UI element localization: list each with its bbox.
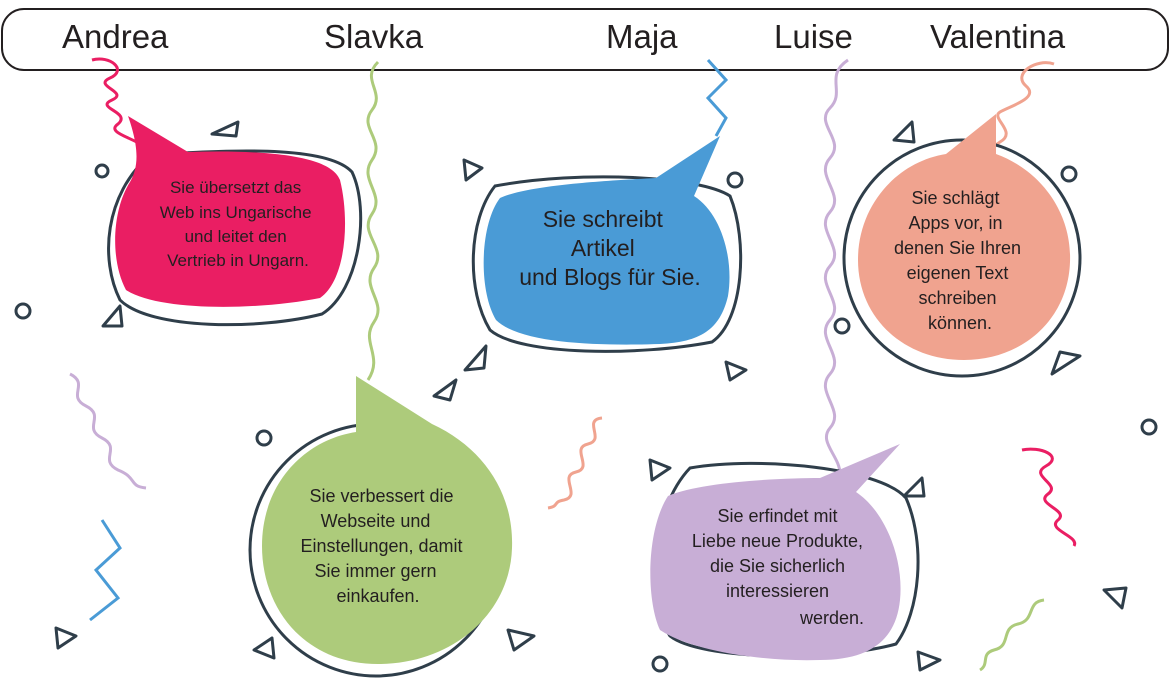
- bubble-valentina-line-4: eigenen Text: [907, 263, 1009, 283]
- bubble-maja-line-1: Sie schreibt: [543, 206, 664, 232]
- decor-circle: [833, 317, 851, 335]
- decor-zigzag-blue: [89, 519, 122, 622]
- decor-triangle: [252, 636, 276, 660]
- decor-circle: [1140, 418, 1158, 436]
- bubble-andrea-text: Sie übersetzt das Web ins Ungarische und…: [160, 178, 317, 270]
- bubble-luise-line-1: Sie erfindet mit: [717, 506, 837, 526]
- connector-slavka: [366, 60, 380, 381]
- decor-circle: [255, 429, 273, 447]
- decor-squiggle-magenta: [1021, 447, 1077, 547]
- decor-triangle: [462, 158, 484, 182]
- names-header-bar: [1, 8, 1169, 71]
- name-luise: Luise: [774, 18, 853, 55]
- bubble-slavka-shape: [262, 376, 513, 664]
- decor-triangle: [892, 120, 916, 144]
- bubble-maja-text: Sie schreibt Artikel und Blogs für Sie.: [519, 206, 701, 290]
- decor-circle: [726, 171, 744, 189]
- decor-triangle: [916, 650, 942, 672]
- decor-triangle: [54, 626, 78, 650]
- decor-triangle: [463, 344, 488, 372]
- decor-triangle: [506, 628, 536, 652]
- bubble-andrea-line-3: und leitet den: [185, 227, 287, 246]
- name-slavka: Slavka: [324, 18, 424, 55]
- bubble-andrea: Sie übersetzt das Web ins Ungarische und…: [107, 116, 363, 327]
- decor-circle: [94, 163, 110, 179]
- bubble-valentina-line-3: denen Sie Ihren: [894, 238, 1021, 258]
- bubble-slavka-line-1: Sie verbessert die: [309, 486, 453, 506]
- decor-squiggle-lilac: [69, 372, 147, 490]
- bubble-slavka-line-3: Einstellungen, damit: [300, 536, 462, 556]
- bubble-andrea-line-4: Vertrieb in Ungarn.: [167, 251, 309, 270]
- connector-maja: [705, 58, 729, 137]
- bubble-luise: Sie erfindet mit Liebe neue Produkte, di…: [650, 444, 920, 661]
- decor-circle: [1060, 165, 1078, 183]
- bubble-maja-line-2: Artikel: [571, 235, 635, 261]
- decor-triangle: [902, 476, 926, 498]
- decor-squiggle-green: [979, 598, 1045, 672]
- bubble-andrea-shape: [115, 116, 346, 307]
- bubble-andrea-line-1: Sie übersetzt das: [170, 178, 301, 197]
- decor-triangle: [648, 458, 672, 482]
- decor-triangle: [210, 120, 240, 138]
- bubble-luise-line-3: die Sie sicherlich: [710, 556, 845, 576]
- bubble-luise-line-4: interessieren: [726, 581, 829, 601]
- decor-circle: [651, 655, 669, 673]
- decor-circle: [14, 302, 32, 320]
- bubble-valentina-line-2: Apps vor, in: [908, 213, 1002, 233]
- bubble-valentina-text: Sie schlägt Apps vor, in denen Sie Ihren…: [894, 188, 1026, 333]
- bubble-slavka-line-2: Webseite und: [321, 511, 431, 531]
- bubble-maja-shape: [483, 136, 730, 345]
- bubble-slavka-line-5: einkaufen.: [336, 586, 419, 606]
- connector-andrea: [91, 57, 152, 154]
- decor-triangle: [101, 304, 124, 328]
- bubble-maja: Sie schreibt Artikel und Blogs für Sie.: [471, 136, 743, 353]
- bubble-slavka-line-4: Sie immer gern: [314, 561, 436, 581]
- name-valentina: Valentina: [930, 18, 1066, 55]
- decor-squiggle-peach: [547, 416, 603, 510]
- bubble-luise-text: Sie erfindet mit Liebe neue Produkte, di…: [692, 506, 868, 628]
- decor-triangle: [432, 378, 458, 402]
- bubble-valentina-line-5: schreiben: [918, 288, 996, 308]
- bubble-slavka: Sie verbessert die Webseite und Einstell…: [248, 376, 513, 678]
- bubble-luise-shape: [650, 444, 901, 661]
- decor-triangle: [1102, 586, 1128, 610]
- bubble-valentina-shape: [858, 114, 1071, 360]
- bubble-andrea-outline: [107, 149, 363, 327]
- name-maja: Maja: [606, 18, 678, 55]
- bubble-valentina-line-1: Sie schlägt: [911, 188, 999, 208]
- name-andrea: Andrea: [62, 18, 169, 55]
- bubble-valentina-outline: [842, 138, 1082, 378]
- bubble-valentina-line-6: können.: [928, 313, 992, 333]
- bubble-luise-line-2: Liebe neue Produkte,: [692, 531, 863, 551]
- bubble-andrea-line-2: Web ins Ungarische: [160, 203, 312, 222]
- bubble-luise-line-5: werden.: [799, 608, 864, 628]
- bubble-slavka-text: Sie verbessert die Webseite und Einstell…: [300, 486, 467, 606]
- decor-triangle: [1050, 350, 1082, 376]
- bubble-valentina: Sie schlägt Apps vor, in denen Sie Ihren…: [842, 114, 1082, 378]
- decor-triangle: [724, 360, 748, 382]
- connector-luise: [823, 58, 849, 475]
- bubble-maja-line-3: und Blogs für Sie.: [519, 264, 701, 290]
